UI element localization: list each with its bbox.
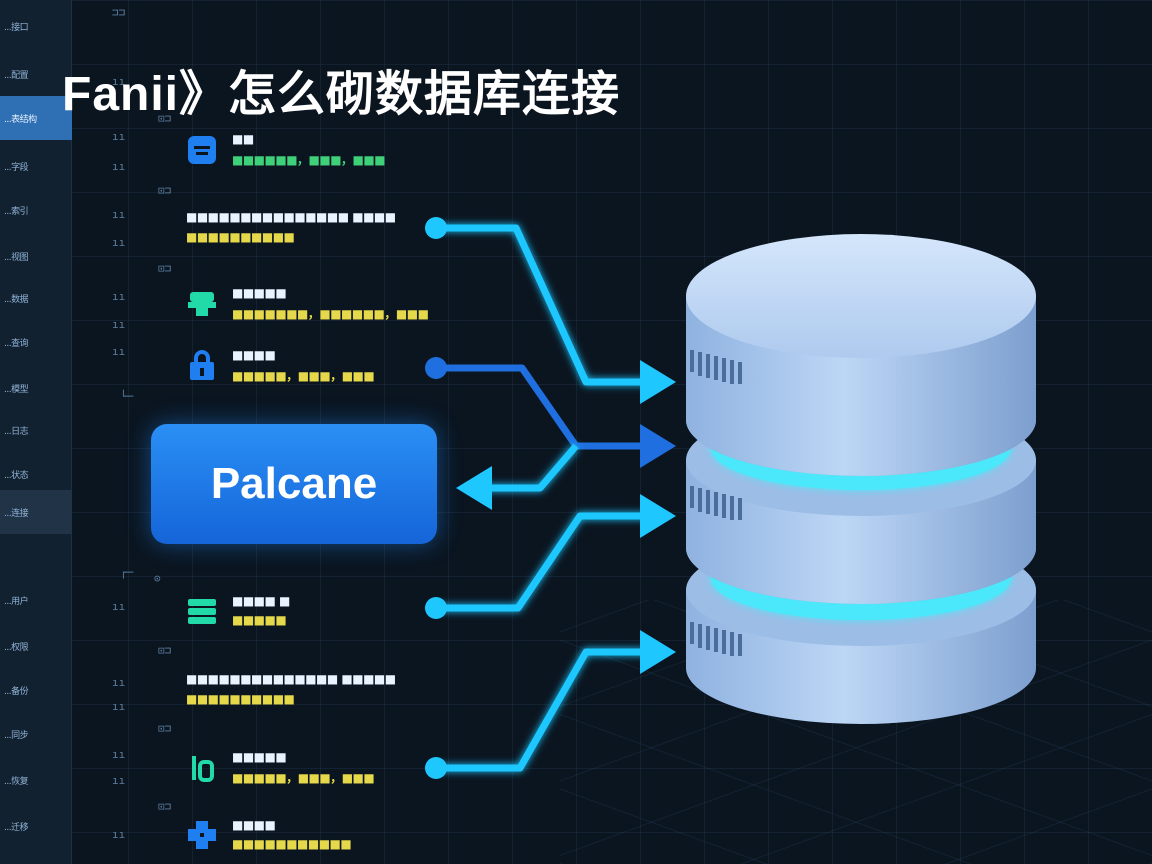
chat-icon [186,288,218,320]
arrow-origin-4 [425,597,447,619]
sidebar: ...接口 ...配置 ...表结构 ...字段 ...索引 ...视图 ...数据 ...查… [0,0,72,864]
sidebar-item[interactable]: ...连接 [0,490,72,534]
arrow-origin-5 [425,757,447,779]
list-item[interactable]: ■■■■ ■ ■■■■■ [186,594,290,627]
sidebar-item[interactable]: ...权限 [4,642,29,653]
entry-subtitle: ■■■■■，■■■，■■■ [232,369,375,383]
arrow-4 [436,512,646,612]
lock-icon [186,350,218,382]
sidebar-item[interactable]: ...用户 [4,596,29,607]
sidebar-item[interactable]: ...恢复 [4,776,29,787]
entry-subtitle: ■■■■■■■，■■■■■■，■■■ [232,307,429,321]
arrowhead-5 [640,630,676,674]
palcane-button[interactable]: Palcane [151,424,437,544]
sidebar-item[interactable]: ...视图 [4,252,29,263]
sidebar-item[interactable]: ...迁移 [4,822,29,833]
entry-title: ■■■■ [232,818,276,832]
list-item[interactable]: ■■ ■■■■■■，■■■，■■■ [186,132,386,168]
sidebar-item[interactable]: ...模型 [4,384,29,395]
entry-subtitle: ■■■■■■，■■■，■■■ [232,153,386,167]
arrow-origin-2 [425,357,447,379]
sidebar-item[interactable]: ...表结构 [0,96,72,140]
entry-title: ■■■■■ [232,750,287,764]
sidebar-item[interactable]: ...接口 [4,22,29,33]
arrowhead-3 [456,466,492,510]
arrow-2 [436,364,646,450]
list-item[interactable]: ■■■■ ■■■■■■■■■■■ [186,818,352,851]
list-item[interactable]: ■■■■■ ■■■■■，■■■，■■■ [186,750,375,786]
list-item: ■■■■■■■■■■■■■■ ■■■■■ ■■■■■■■■■■ [186,672,396,706]
arrow-1 [436,224,646,386]
list-item[interactable]: ■■■■ ■■■■■，■■■，■■■ [186,348,375,384]
row-title: ■■■■■■■■■■■■■■ ■■■■■ [186,672,396,686]
sidebar-item[interactable]: ...字段 [4,162,29,173]
sidebar-item[interactable]: ...索引 [4,206,29,217]
sidebar-item[interactable]: ...同步 [4,730,29,741]
entry-title: ■■■■ ■ [232,594,290,608]
arrowhead-1 [640,360,676,404]
list-item: ■■■■■■■■■■■■■■■ ■■■■ ■■■■■■■■■■ [186,210,396,244]
sidebar-item[interactable]: ...数据 [4,294,29,305]
row-subtitle: ■■■■■■■■■■ [186,692,295,706]
puzzle-icon [186,819,218,851]
list-item[interactable]: ■■■■■ ■■■■■■■，■■■■■■，■■■ [186,286,429,322]
arrow-origin-1 [425,217,447,239]
arrow-5 [436,648,646,772]
entry-subtitle: ■■■■■■■■■■■ [232,837,352,851]
sidebar-item[interactable]: ...备份 [4,686,29,697]
entry-title: ■■■■■ [232,286,287,300]
sidebar-item[interactable]: ...查询 [4,338,29,349]
row-subtitle: ■■■■■■■■■■ [186,230,295,244]
sidebar-item[interactable]: ...日志 [4,426,29,437]
page-title: Fanii》怎么砌数据库连接 [62,68,621,121]
entry-subtitle: ■■■■■ [232,613,287,627]
bracket-icon [186,752,218,784]
arrowhead-4 [640,494,676,538]
arrow-3 [478,443,579,492]
sidebar-item[interactable]: ...配置 [4,70,29,81]
tree-lines: ⊐⊐ ıı ⊡⊐ ıı ıı ⊡⊐ ıı ıı ⊡⊐ ıı ıı ıı └─ ┌… [112,6,172,841]
database-icon [686,234,1036,724]
entry-title: ■■ [232,132,254,146]
arrowhead-2 [640,424,676,468]
stack-icon [186,595,218,627]
row-title: ■■■■■■■■■■■■■■■ ■■■■ [186,210,396,224]
entry-title: ■■■■ [232,348,276,362]
sidebar-item[interactable]: ...状态 [4,470,29,481]
table-icon [186,134,218,166]
entry-subtitle: ■■■■■，■■■，■■■ [232,771,375,785]
